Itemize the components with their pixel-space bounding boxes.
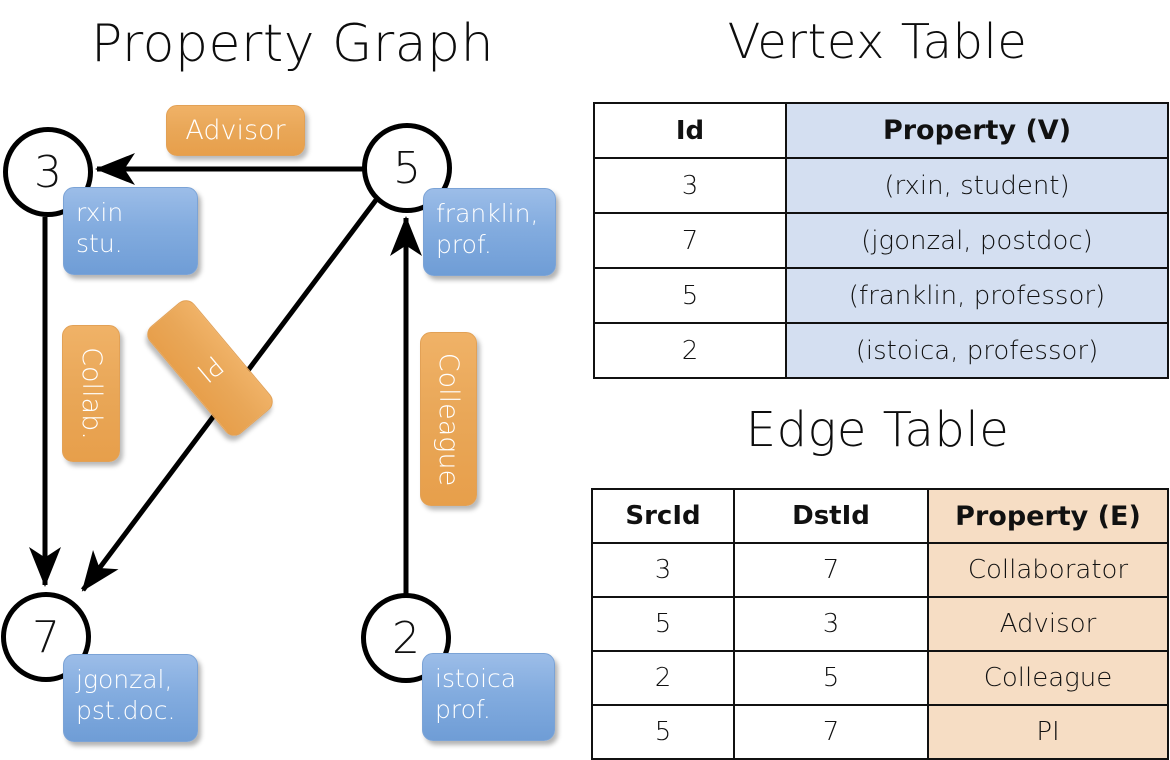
vertex-cell-id: 7: [593, 212, 787, 269]
table-row: 5 (franklin, professor): [593, 267, 1169, 324]
vertex-table-header-row: Id Property (V): [593, 102, 1169, 159]
node-property-line-franklin: franklin,: [436, 199, 539, 228]
vertex-table-header-id: Id: [593, 102, 787, 159]
node-property-box-5: franklin, prof.: [423, 188, 556, 276]
edge-cell-srcid: 2: [591, 650, 735, 706]
vertex-cell-id: 3: [593, 157, 787, 214]
vertex-cell-property: (franklin, professor): [785, 267, 1169, 324]
edge-cell-property: PI: [927, 704, 1169, 760]
edge-table-header-dstid: DstId: [733, 488, 929, 544]
edge-label-pi-text: PI: [190, 348, 230, 388]
node-property-line-pstdoc: pst.doc.: [76, 695, 176, 725]
table-row: 3 7 Collaborator: [591, 542, 1169, 598]
vertex-cell-property: (istoica, professor): [785, 322, 1169, 379]
node-property-box-7: jgonzal, pst.doc.: [63, 654, 198, 742]
page-title-property-graph: Property Graph: [90, 14, 495, 74]
edge-table-header-property: Property (E): [927, 488, 1169, 544]
vertex-cell-property: (jgonzal, postdoc): [785, 212, 1169, 269]
edge-table-header-srcid: SrcId: [591, 488, 735, 544]
node-property-line-stu: stu.: [76, 228, 123, 258]
edge-cell-dstid: 7: [733, 542, 929, 598]
table-row: 5 3 Advisor: [591, 596, 1169, 652]
table-row: 3 (rxin, student): [593, 157, 1169, 214]
edge-label-collab: Collab.: [62, 325, 120, 462]
edge-label-colleague: Colleague: [420, 332, 477, 506]
graph-node-5[interactable]: 5: [362, 123, 452, 213]
vertex-cell-id: 5: [593, 267, 787, 324]
table-row: 7 (jgonzal, postdoc): [593, 212, 1169, 269]
node-property-line-prof: prof.: [436, 229, 492, 259]
node-property-line-prof2: prof.: [435, 694, 491, 724]
node-property-box-3: rxin stu.: [63, 187, 198, 275]
table-row: 5 7 PI: [591, 704, 1169, 760]
edge-label-collab-text: Collab.: [75, 347, 107, 440]
edge-cell-property: Advisor: [927, 596, 1169, 652]
node-property-box-2: istoica prof.: [422, 653, 555, 741]
property-graph-diagram: 3 5 7 2 rxin stu. franklin, prof. jgonza…: [1, 105, 556, 742]
edge-table-header-row: SrcId DstId Property (E): [591, 488, 1169, 544]
edge-label-advisor: Advisor: [166, 105, 305, 156]
node-property-line-rxin: rxin: [76, 198, 124, 227]
page-title-vertex-table: Vertex Table: [727, 14, 1028, 70]
node-property-line-jgonzal: jgonzal,: [76, 665, 173, 694]
table-row: 2 (istoica, professor): [593, 322, 1169, 379]
table-row: 2 5 Colleague: [591, 650, 1169, 706]
edge-cell-property: Colleague: [927, 650, 1169, 706]
edge-cell-srcid: 5: [591, 596, 735, 652]
vertex-table-header-property: Property (V): [785, 102, 1169, 159]
vertex-cell-id: 2: [593, 322, 787, 379]
edge-cell-property: Collaborator: [927, 542, 1169, 598]
node-property-line-istoica: istoica: [435, 664, 517, 693]
edge-cell-dstid: 7: [733, 704, 929, 760]
edge-table: SrcId DstId Property (E) 3 7 Collaborato…: [591, 488, 1169, 760]
edge-cell-dstid: 3: [733, 596, 929, 652]
edge-cell-srcid: 3: [591, 542, 735, 598]
edge-label-colleague-text: Colleague: [433, 352, 464, 486]
edge-cell-dstid: 5: [733, 650, 929, 706]
page-title-edge-table: Edge Table: [745, 402, 1010, 458]
vertex-table: Id Property (V) 3 (rxin, student) 7 (jgo…: [593, 102, 1169, 379]
edge-cell-srcid: 5: [591, 704, 735, 760]
vertex-cell-property: (rxin, student): [785, 157, 1169, 214]
edge-label-advisor-text: Advisor: [185, 115, 286, 146]
graph-node-2[interactable]: 2: [361, 593, 451, 683]
